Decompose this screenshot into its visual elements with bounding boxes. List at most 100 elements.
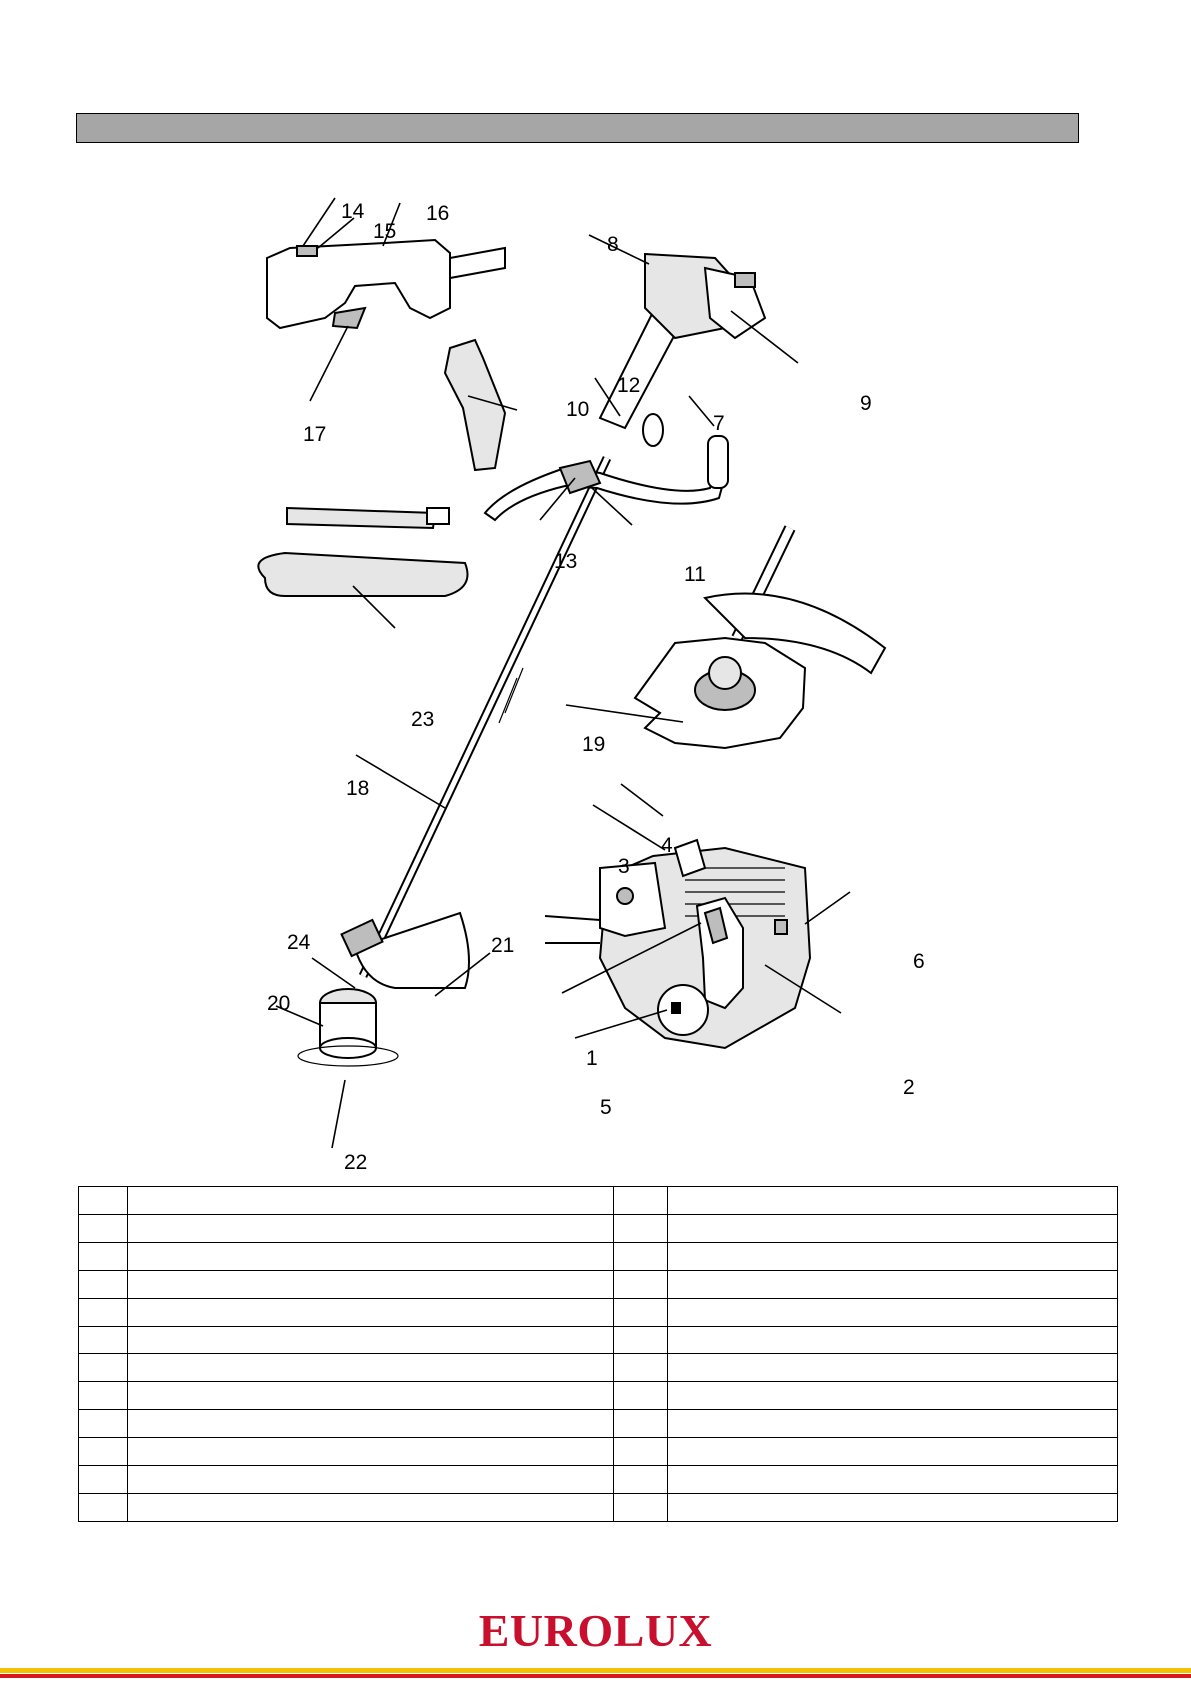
callout-6: 6	[913, 950, 925, 973]
row-part-left	[127, 1213, 614, 1243]
parts-list-table	[78, 1186, 1118, 1523]
callout-16: 16	[426, 202, 449, 225]
callout-3: 3	[618, 855, 630, 878]
primer-bulb	[703, 906, 729, 945]
shaft-clamp	[340, 918, 384, 958]
row-part-right	[667, 1269, 1118, 1299]
row-part-left	[127, 1297, 614, 1327]
callout-7: 7	[713, 412, 725, 435]
row-number-left	[78, 1492, 128, 1523]
row-part-right	[667, 1437, 1118, 1467]
callout-13: 13	[554, 550, 577, 573]
row-number-left	[78, 1269, 128, 1299]
row-number-right	[613, 1381, 668, 1411]
row-part-right	[667, 1409, 1118, 1439]
fuel-cap	[657, 984, 709, 1036]
row-part-right	[667, 1353, 1118, 1383]
row-part-left	[127, 1409, 614, 1439]
callout-17: 17	[303, 423, 326, 446]
ignition-switch	[774, 919, 788, 935]
row-number-left	[78, 1213, 128, 1243]
leader-lines	[275, 197, 851, 1149]
table-row	[78, 1437, 1118, 1467]
row-number-right	[613, 1465, 668, 1494]
callout-labels: 1 2 3 4 5 6 7 8 9 10 11 12 13 14 15 16 1…	[267, 200, 925, 1174]
row-number-right	[613, 1269, 668, 1299]
row-part-left	[127, 1325, 614, 1355]
callout-5: 5	[600, 1096, 612, 1119]
callout-18: 18	[346, 777, 369, 800]
right-grip	[707, 435, 729, 489]
row-number-left	[78, 1465, 128, 1494]
row-number-left	[78, 1353, 128, 1383]
callout-11: 11	[684, 563, 706, 586]
row-number-left	[78, 1297, 128, 1327]
callout-8: 8	[607, 233, 619, 256]
table-row	[78, 1325, 1118, 1355]
table-row	[78, 1381, 1118, 1411]
row-part-left	[127, 1353, 614, 1383]
row-number-right	[613, 1325, 668, 1355]
row-part-left	[127, 1492, 614, 1523]
callout-23: 23	[411, 708, 434, 731]
callout-24: 24	[287, 931, 311, 954]
row-part-right	[667, 1325, 1118, 1355]
row-part-left	[127, 1241, 614, 1271]
handlebar	[483, 466, 727, 522]
row-number-left	[78, 1241, 128, 1271]
row-part-right	[667, 1213, 1118, 1243]
table-row	[78, 1213, 1118, 1243]
parts-diagram-svg: 1 2 3 4 5 6 7 8 9 10 11 12 13 14 15 16 1…	[257, 197, 925, 1174]
table-row	[78, 1241, 1118, 1271]
trimmer-guard	[353, 911, 470, 989]
tube-clamp	[642, 413, 664, 447]
row-number-right	[613, 1297, 668, 1327]
row-part-left	[127, 1465, 614, 1494]
callout-4: 4	[661, 834, 673, 857]
brand-logo-text: EUROLUX	[478, 1605, 713, 1656]
throttle-handle-detail	[266, 238, 451, 330]
row-number-right	[613, 1353, 668, 1383]
callout-22: 22	[344, 1151, 367, 1174]
left-grip-control	[443, 338, 507, 472]
row-number-left	[78, 1409, 128, 1439]
row-number-right	[613, 1492, 668, 1523]
table-row	[78, 1465, 1118, 1494]
row-number-left	[78, 1325, 128, 1355]
row-part-left	[127, 1186, 614, 1215]
callout-12: 12	[617, 374, 640, 397]
callout-15: 15	[373, 220, 396, 243]
table-row	[78, 1492, 1118, 1523]
row-number-right	[613, 1437, 668, 1467]
table-row	[78, 1353, 1118, 1383]
shoulder-strap	[257, 551, 469, 597]
row-part-right	[667, 1465, 1118, 1494]
row-part-right	[667, 1241, 1118, 1271]
callout-1: 1	[586, 1047, 598, 1070]
row-number-right	[613, 1186, 668, 1215]
row-number-left	[78, 1381, 128, 1411]
blade-guard	[703, 592, 887, 675]
callout-21: 21	[491, 934, 514, 957]
row-part-right	[667, 1297, 1118, 1327]
callout-20: 20	[267, 992, 290, 1015]
row-part-right	[667, 1186, 1118, 1215]
row-part-left	[127, 1437, 614, 1467]
callout-14: 14	[341, 200, 365, 223]
footer-rule-gold	[0, 1668, 1191, 1673]
table-row	[78, 1269, 1118, 1299]
starter-handle-top	[673, 838, 707, 878]
row-number-right	[613, 1409, 668, 1439]
row-number-left	[78, 1437, 128, 1467]
row-number-left	[78, 1186, 128, 1215]
callout-9: 9	[860, 392, 872, 415]
row-part-left	[127, 1269, 614, 1299]
footer-rule-red	[0, 1674, 1191, 1678]
strap-upper	[286, 506, 437, 530]
table-row	[78, 1186, 1118, 1215]
row-number-right	[613, 1241, 668, 1271]
section-title-bar	[76, 113, 1079, 143]
row-part-left	[127, 1381, 614, 1411]
parts-diagram: 1 2 3 4 5 6 7 8 9 10 11 12 13 14 15 16 1…	[205, 168, 987, 1178]
callout-2: 2	[903, 1076, 915, 1099]
